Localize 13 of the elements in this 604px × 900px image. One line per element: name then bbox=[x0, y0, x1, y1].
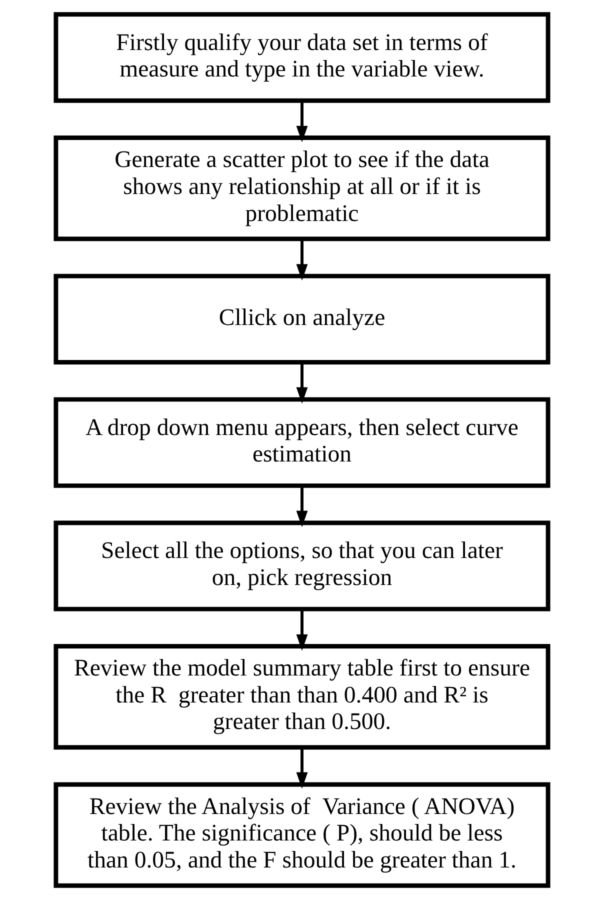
arrow bbox=[296, 100, 308, 142]
node-box: Firstly qualify your data set in terms of measure and type in the variable view. bbox=[54, 12, 550, 103]
arrow bbox=[296, 609, 308, 651]
node-box: A drop down menu appears, then select curve estimation bbox=[54, 397, 550, 488]
arrow bbox=[296, 748, 308, 789]
arrow bbox=[296, 362, 308, 404]
node-box: Review the Analysis of Variance ( ANOVA) table. The significance ( P), should be less than 0.05, and the F should be greater than 1. bbox=[54, 782, 550, 888]
node-box: Select all the options, so that you can later on, pick regression bbox=[54, 520, 550, 612]
node-box: Generate a scatter plot to see if the data shows any relationship at all or if it is problematic bbox=[54, 136, 550, 242]
arrow bbox=[296, 238, 308, 281]
node-box: Review the model summary table first to ensure the R greater than than 0.400 and R² is greater than 0.500. bbox=[54, 644, 550, 750]
arrow bbox=[296, 486, 308, 528]
node-box: Cllick on analyze bbox=[54, 274, 550, 365]
